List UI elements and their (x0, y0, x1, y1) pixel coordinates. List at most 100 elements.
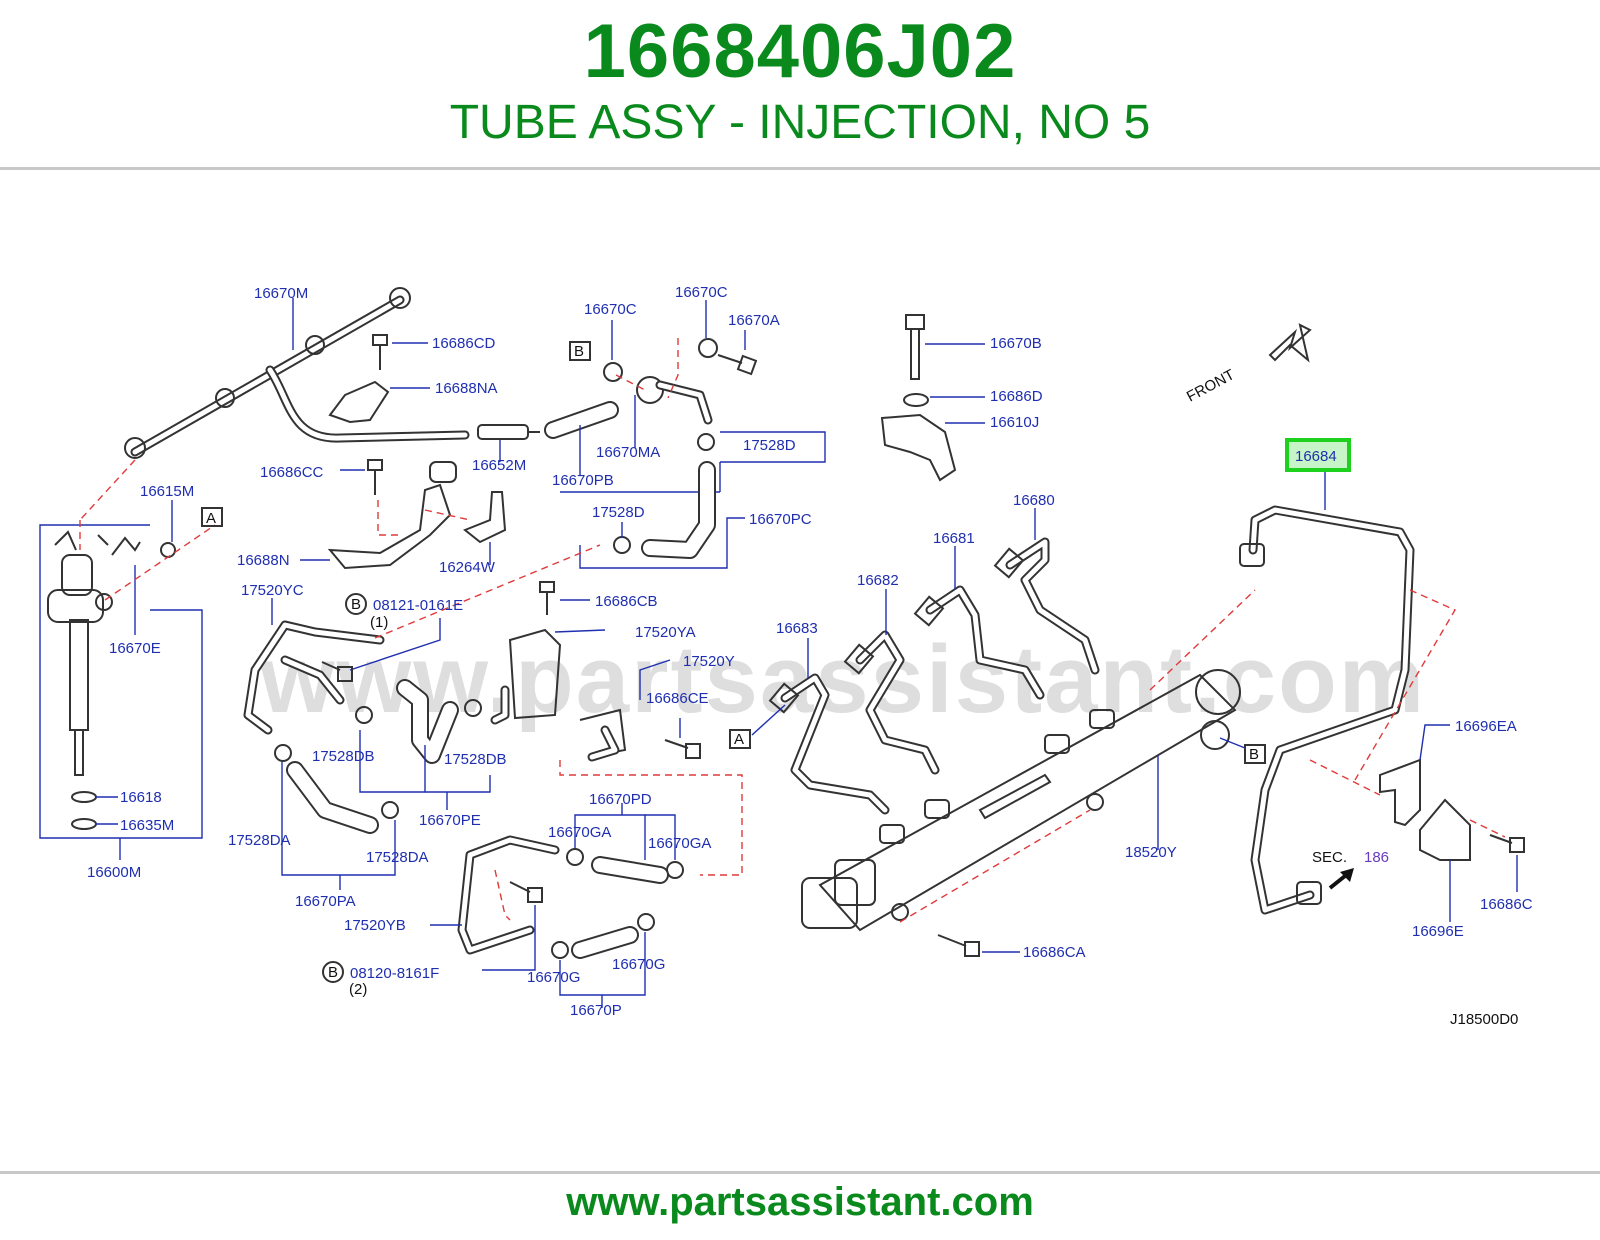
sec-label: SEC. (1312, 849, 1347, 866)
connector-16652M[interactable] (477, 424, 540, 440)
bracket-16264W[interactable] (463, 491, 507, 544)
bracket-16688NA[interactable] (328, 380, 390, 424)
marker-a-right (729, 729, 751, 749)
label-16696E: 16696E (1412, 923, 1464, 940)
label-08120-8161F: 08120-8161F (350, 965, 439, 982)
label-16681: 16681 (933, 530, 975, 547)
label-16686CB: 16686CB (595, 593, 658, 610)
bracket-16610J[interactable] (880, 413, 957, 482)
label-16635M: 16635M (120, 817, 174, 834)
label-16688NA: 16688NA (435, 380, 498, 397)
clip-16670E[interactable] (111, 536, 141, 556)
label-16600M: 16600M (87, 864, 141, 881)
clamp-17528DA-2[interactable] (381, 801, 399, 819)
bolt-16670B[interactable] (905, 314, 925, 380)
tube-16680[interactable] (993, 537, 1100, 675)
label-16684[interactable]: 16684 (1295, 448, 1337, 465)
bolt-08121-0161E[interactable] (321, 661, 353, 682)
sec-number-link[interactable]: 186 (1364, 849, 1389, 866)
tube-16683[interactable] (768, 673, 890, 815)
hose-16670PE[interactable] (396, 679, 459, 764)
marker-b-right-text: B (1249, 746, 1259, 763)
label-16686CE: 16686CE (646, 690, 709, 707)
clip-16696EA[interactable] (1379, 758, 1421, 827)
o-ring-16618[interactable] (71, 791, 97, 803)
marker-b-circle-2 (322, 961, 344, 983)
washer-16635M[interactable] (71, 818, 97, 830)
bolt-16670A[interactable] (717, 354, 758, 376)
label-16670MA: 16670MA (596, 444, 660, 461)
bracket-16600M (39, 524, 203, 839)
clamp-17528D-2[interactable] (613, 536, 631, 554)
washer-16670C-2[interactable] (698, 338, 718, 358)
tube-16684-highlighted[interactable] (1239, 505, 1415, 915)
bolt-16686CE[interactable] (664, 739, 701, 759)
label-17520Y: 17520Y (683, 653, 735, 670)
banjo-16670MA[interactable] (636, 376, 713, 425)
bolt-16686CC[interactable] (367, 459, 383, 495)
marker-b-right (1244, 744, 1266, 764)
marker-b-circle-1-text: B (351, 596, 361, 613)
bolt-16686CB[interactable] (539, 581, 555, 615)
label-16670PA: 16670PA (295, 893, 356, 910)
clamp-17528DA-1[interactable] (274, 744, 292, 762)
label-16264W: 16264W (439, 559, 496, 576)
label-16686CC: 16686CC (260, 464, 324, 481)
hose-16670PC[interactable] (641, 461, 716, 559)
hose-16670PD[interactable] (591, 856, 669, 884)
part-description: TUBE ASSY - INJECTION, NO 5 (449, 96, 1151, 149)
label-16670PB: 16670PB (552, 472, 614, 489)
label-16686C: 16686C (1480, 896, 1533, 913)
footer-website-link[interactable]: www.partsassistant.com (566, 1180, 1034, 1224)
leak-off-rail-16670M[interactable] (124, 287, 470, 459)
front-label: FRONT (1184, 366, 1238, 405)
label-16670E: 16670E (109, 640, 161, 657)
page-header: 1668406J02 TUBE ASSY - INJECTION, NO 5 (0, 0, 1600, 168)
bracket-17528D (720, 431, 826, 463)
label-16670C-1: 16670C (584, 301, 637, 318)
label-16670C-2: 16670C (675, 284, 728, 301)
label-17528D-2: 17528D (592, 504, 645, 521)
clamp-16670G-1[interactable] (551, 941, 569, 959)
bolt-16686C[interactable] (1489, 834, 1525, 853)
label-16670G-1: 16670G (527, 969, 580, 986)
clip-16696E[interactable] (1419, 798, 1471, 861)
label-17528DA-1: 17528DA (228, 832, 291, 849)
clamp-16615M[interactable] (160, 542, 176, 558)
label-16670PD: 16670PD (589, 791, 652, 808)
tube-16681[interactable] (913, 585, 1045, 700)
label-16670P: 16670P (570, 1002, 622, 1019)
label-16670PC: 16670PC (749, 511, 812, 528)
label-16670GA-2: 16670GA (648, 835, 711, 852)
clamp-16670G-2[interactable] (637, 913, 655, 931)
hose-16670P[interactable] (571, 926, 639, 959)
clamp-17528D-1[interactable] (697, 433, 715, 451)
fuel-rail-18520Y[interactable] (801, 669, 1241, 932)
clamp-16670GA-2[interactable] (666, 861, 684, 879)
marker-b-circle-1 (345, 593, 367, 615)
hose-16670PA[interactable] (286, 761, 379, 834)
tube-16682[interactable] (843, 630, 940, 775)
injector-16600M[interactable] (47, 530, 113, 776)
washer-16686D[interactable] (903, 393, 929, 407)
label-17520YA: 17520YA (635, 624, 696, 641)
drawing-code: J18500D0 (1450, 1011, 1518, 1028)
bracket-17520YA[interactable] (508, 628, 562, 720)
bolt-08120-8161F[interactable] (509, 881, 543, 903)
label-16670G-2: 16670G (612, 956, 665, 973)
sensor-16264W[interactable] (429, 461, 457, 483)
bolt-16686CA[interactable] (937, 934, 980, 957)
bracket-16688N[interactable] (327, 483, 452, 570)
clamp-17528DB-1[interactable] (355, 706, 373, 724)
top-divider (0, 167, 1600, 170)
bolt-16686CD[interactable] (372, 334, 388, 370)
washer-16670C-1[interactable] (603, 362, 623, 382)
highlight-box-16684 (1285, 438, 1351, 472)
clamp-16670GA-1[interactable] (566, 848, 584, 866)
pipe-17520YC[interactable] (243, 620, 385, 735)
clamp-17528DB-2[interactable] (464, 699, 482, 717)
label-16670GA-1: 16670GA (548, 824, 611, 841)
label-17528D-1: 17528D (743, 437, 796, 454)
pipe-17520YB[interactable] (457, 835, 560, 955)
label-16686CD: 16686CD (432, 335, 496, 352)
